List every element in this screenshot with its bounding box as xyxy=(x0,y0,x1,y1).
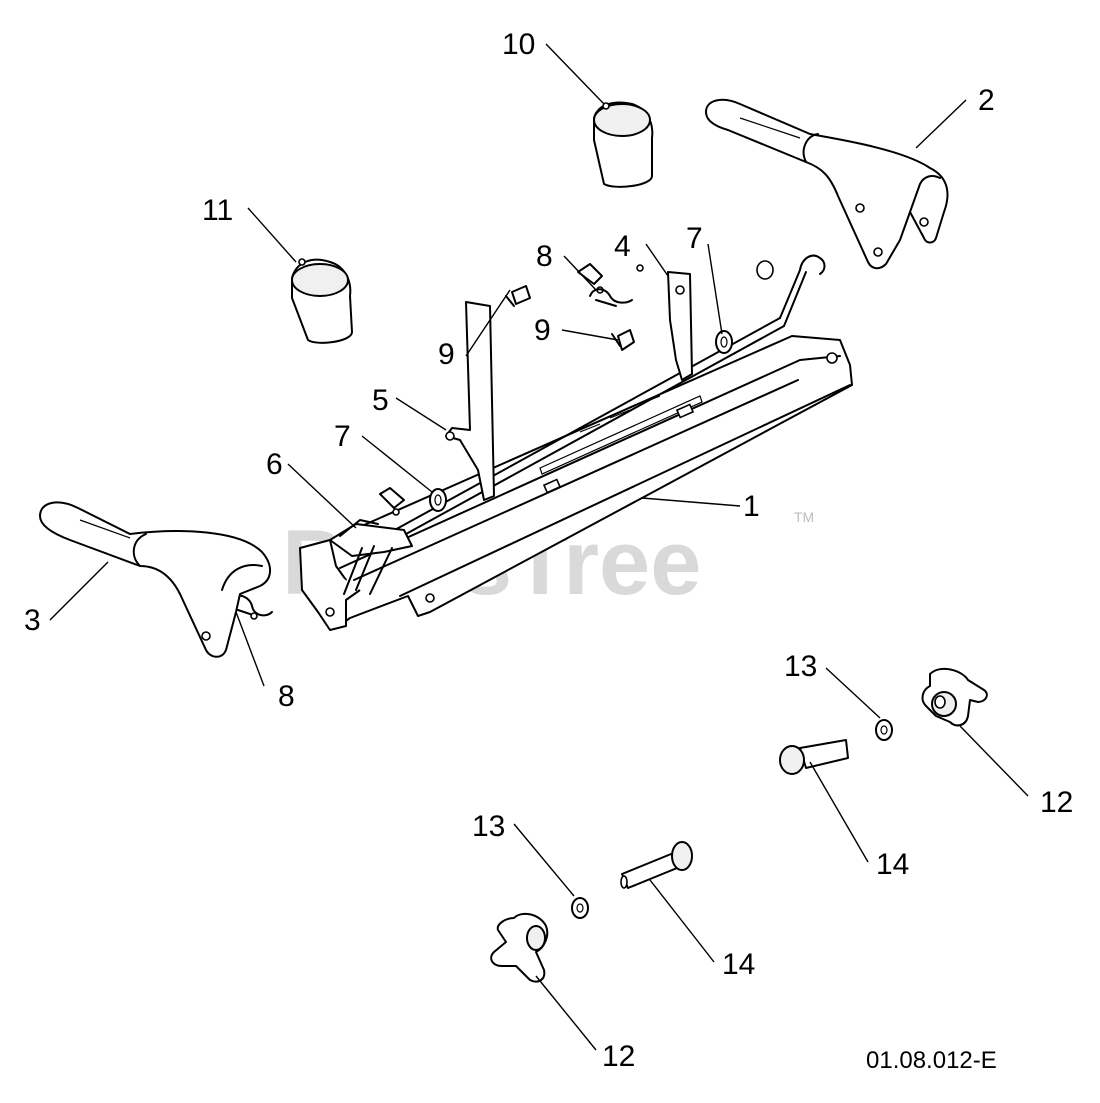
callout-9-upper: 9 xyxy=(534,314,551,347)
callout-7-left: 7 xyxy=(334,420,351,453)
callout-4: 4 xyxy=(614,230,631,263)
part-7-spacer-right[interactable] xyxy=(715,330,733,354)
part-13-washer-right[interactable] xyxy=(875,719,893,741)
callout-14-right: 14 xyxy=(876,848,909,881)
callout-9-lower: 9 xyxy=(438,338,455,371)
part-9-bolt-lower[interactable] xyxy=(505,285,531,307)
part-13-washer-left[interactable] xyxy=(571,897,589,919)
part-12-star-knob-right[interactable] xyxy=(921,667,988,727)
part-3-handle-left[interactable] xyxy=(39,501,271,658)
callout-3: 3 xyxy=(24,604,41,637)
bracket-tab-upper xyxy=(577,263,603,285)
part-5-plate[interactable] xyxy=(445,301,495,501)
callout-7-right: 7 xyxy=(686,222,703,255)
part-4-plate[interactable] xyxy=(667,271,693,381)
part-10-knob[interactable] xyxy=(593,101,654,188)
callout-5: 5 xyxy=(372,384,389,417)
part-1-bracket[interactable] xyxy=(299,260,853,631)
callout-12-left: 12 xyxy=(602,1040,635,1073)
callout-8-upper: 8 xyxy=(536,240,553,273)
callout-1: 1 xyxy=(743,490,760,523)
callout-2: 2 xyxy=(978,84,995,117)
part-12-star-knob-left[interactable] xyxy=(490,912,549,983)
part-11-knob[interactable] xyxy=(291,258,353,344)
callout-12-right: 12 xyxy=(1040,786,1073,819)
part-2-handle-right[interactable] xyxy=(705,98,949,270)
callout-13-left: 13 xyxy=(472,810,505,843)
callout-10: 10 xyxy=(502,28,535,61)
reference-code: 01.08.012-E xyxy=(866,1047,997,1074)
callout-13-right: 13 xyxy=(784,650,817,683)
part-7-spacer-left[interactable] xyxy=(429,488,447,512)
callout-14-left: 14 xyxy=(722,948,755,981)
bracket-tab-lower xyxy=(379,487,405,509)
callout-11: 11 xyxy=(202,194,233,227)
leader-lines xyxy=(49,43,1029,1051)
callout-6: 6 xyxy=(266,448,283,481)
part-8-clip-upper[interactable] xyxy=(589,288,633,307)
part-14-bolt-left[interactable] xyxy=(620,841,693,889)
part-6-linkage[interactable] xyxy=(329,519,413,595)
watermark-tm: TM xyxy=(794,509,814,525)
control-rod[interactable] xyxy=(361,254,826,557)
callout-8-lower: 8 xyxy=(278,680,295,713)
part-14-bolt-right[interactable] xyxy=(779,739,849,775)
